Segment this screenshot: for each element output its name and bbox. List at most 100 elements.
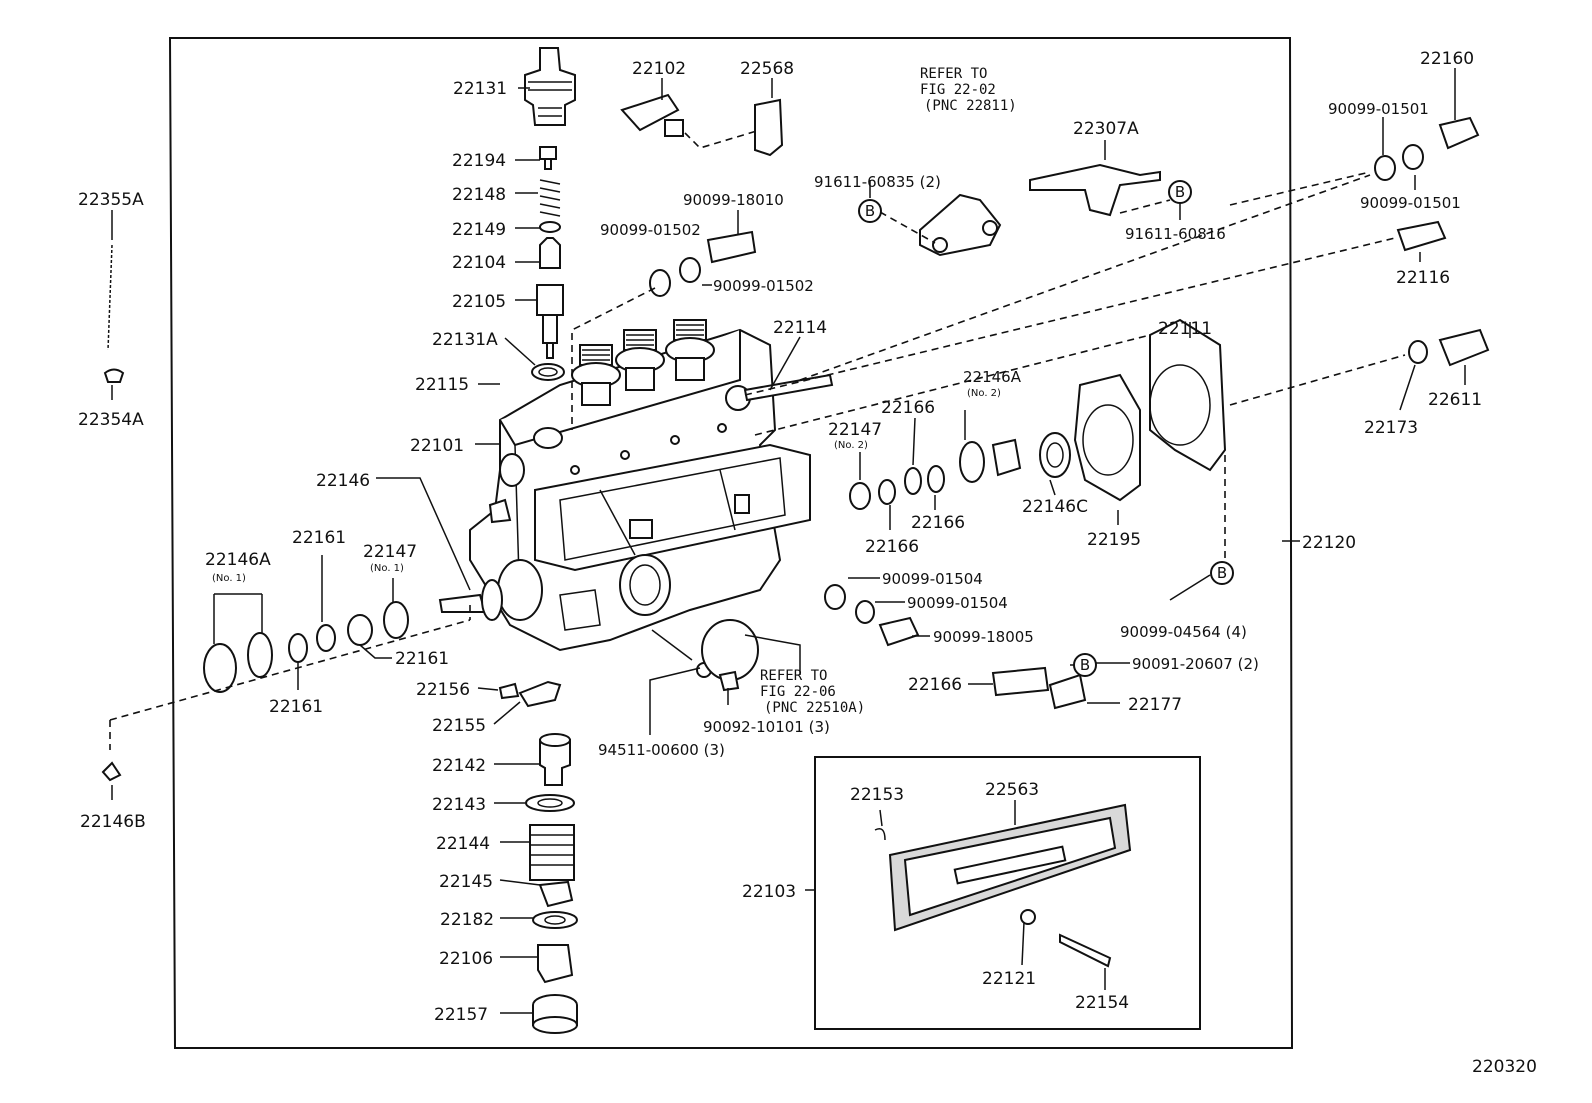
callout-b: B [1217,564,1227,582]
leader-lines [111,68,1466,1014]
dashed-guides [109,129,1406,750]
washer-90099-01501b [1402,144,1424,170]
label-22148: 22148 [452,185,506,205]
assembly-frame [168,37,1294,1049]
label-22166-a: 22166 [881,398,935,418]
label-22121: 22121 [982,969,1036,989]
label-22355A: 22355A [78,190,144,210]
label-22354A: 22354A [78,410,144,430]
cover-22563 [888,803,1132,932]
diagram-code: 220320 [1472,1057,1537,1077]
label-90099-18005: 90099-18005 [933,628,1034,646]
stud-94511 [651,629,693,661]
bolt-90099-18010 [706,230,757,264]
label-90099-01501-b: 90099-01501 [1360,194,1461,212]
label-22194: 22194 [452,151,506,171]
label-22156: 22156 [416,680,470,700]
bracket-22307A [1029,163,1161,217]
label-22105: 22105 [452,292,506,312]
label-22149: 22149 [452,220,506,240]
label-90092-10101: 90092-10101 (3) [703,718,830,736]
washer-90099-01504b [855,600,875,624]
label-22103: 22103 [742,882,796,902]
label-22111: 22111 [1158,319,1212,339]
label-90099-01502-a: 90099-01502 [600,221,701,239]
label-22166-b: 22166 [911,513,965,533]
label-22143: 22143 [432,795,486,815]
key-22146B [101,761,122,782]
label-90091-20607: 90091-20607 (2) [1132,655,1259,673]
plug-22160 [1438,116,1480,150]
label-22120: 22120 [1302,533,1356,553]
svg-text:FIG 22-06: FIG 22-06 [760,684,836,700]
label-22106: 22106 [439,949,493,969]
svg-text:FIG 22-02: FIG 22-02 [920,82,996,98]
valve-stack-upper [524,47,576,381]
label-22155: 22155 [432,716,486,736]
label-22146A-no1: 22146A [205,550,271,570]
bolt-90099-18005 [878,616,920,647]
sleeve-22116 [1396,220,1447,252]
chain-22355A [107,244,113,351]
label-22160: 22160 [1420,49,1474,69]
nut-90092 [718,670,740,692]
delivery-valve-holders [571,319,715,406]
bracket-22811 [919,193,1002,257]
o-ring-22510A [701,619,759,681]
label-90099-01502-b: 90099-01502 [713,277,814,295]
label-22131: 22131 [453,79,507,99]
part-labels: 22131 22194 22148 22149 22104 22105 2213… [78,49,1537,1077]
label-22161-a: 22161 [292,528,346,548]
label-22101: 22101 [410,436,464,456]
label-22131A: 22131A [432,330,498,350]
governor-bearing-stack [849,318,1227,510]
label-22115: 22115 [415,375,469,395]
label-22114: 22114 [773,318,827,338]
label-22161-c: 22161 [269,697,323,717]
label-22195: 22195 [1087,530,1141,550]
label-90099-01504-a: 90099-01504 [882,570,983,588]
label-22182: 22182 [440,910,494,930]
label-91611-60835: 91611-60835 (2) [814,173,941,191]
label-22147-no1: 22147 [363,542,417,562]
plate-22166 [991,666,1050,697]
washer-90099-01504a [824,584,846,610]
label-22145: 22145 [439,872,493,892]
svg-text:REFER TO: REFER TO [920,66,987,82]
label-22147-no2: 22147 [828,420,882,440]
label-no1-b: (No. 1) [370,563,404,574]
label-94511-00600: 94511-00600 (3) [598,741,725,759]
plug-22611 [1438,328,1490,367]
washer-90099-01502b [679,257,701,283]
cap-22354A [103,368,125,383]
label-91611-60816: 91611-60816 [1125,225,1226,243]
label-22307A: 22307A [1073,119,1139,139]
label-22142: 22142 [432,756,486,776]
label-90099-01501-a: 90099-01501 [1328,100,1429,118]
label-22146B: 22146B [80,812,146,832]
label-22611: 22611 [1428,390,1482,410]
label-22161-b: 22161 [395,649,449,669]
label-22173: 22173 [1364,418,1418,438]
label-22166-d: 22166 [908,675,962,695]
callout-b: B [1175,183,1185,201]
screw-22154 [1059,933,1112,968]
label-22146: 22146 [316,471,370,491]
washer-90099-01502a [649,269,671,297]
label-no1-a: (No. 1) [212,573,246,584]
front-bearing-stack [203,601,409,693]
callout-b: B [1080,656,1090,674]
label-22568: 22568 [740,59,794,79]
label-22563: 22563 [985,780,1039,800]
nut-22121 [1020,909,1036,925]
callout-b: B [865,202,875,220]
washer-90099-01501a [1374,155,1396,181]
label-22146A-no2: 22146A [963,368,1022,386]
svg-text:(PNC 22811): (PNC 22811) [924,98,1017,114]
label-no2-a: (No. 2) [967,388,1001,399]
label-no2-b: (No. 2) [834,440,868,451]
label-22153: 22153 [850,785,904,805]
valve-stack-lower [498,680,578,1034]
